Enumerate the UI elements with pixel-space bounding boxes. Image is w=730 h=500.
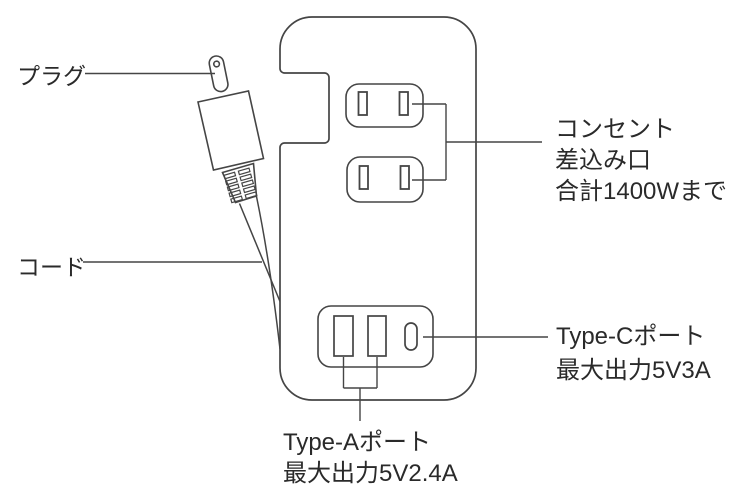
cord-line	[238, 196, 281, 350]
outlet-socket-1	[345, 83, 424, 128]
label-cord: コード	[17, 254, 86, 280]
plug-illustration	[197, 55, 281, 350]
label-plug: プラグ	[17, 63, 86, 89]
usb-type-a-port-2	[367, 315, 387, 357]
prong-hole-icon	[212, 60, 221, 68]
plug-prong-icon	[208, 55, 229, 93]
outlet2-slot-right-icon	[399, 165, 410, 190]
label-outlet-line2: 差込み口	[555, 147, 651, 174]
label-type-a: Type-Aポート 最大出力5V2.4A	[283, 427, 458, 489]
type-a-bracket-line	[342, 357, 378, 421]
outlet1-slot-left-icon	[357, 91, 368, 116]
outlet2-slot-left-icon	[358, 165, 369, 190]
label-type-a-line1: Type-Aポート	[283, 429, 432, 456]
usb-type-c-port	[404, 322, 418, 351]
label-type-a-line2: 最大出力5V2.4A	[283, 460, 458, 487]
label-type-c: Type-Cポート 最大出力5V3A	[556, 320, 711, 388]
label-outlet-line3: 合計1400Wまで	[555, 178, 728, 205]
power-strip-body	[279, 16, 477, 401]
callout-lines	[83, 72, 548, 421]
outlet-socket-2	[346, 156, 424, 203]
outlet1-slot-right-icon	[398, 91, 409, 116]
plug-body	[197, 90, 265, 171]
label-outlet-line1: コンセント	[555, 116, 675, 143]
strain-relief-ribs-icon	[223, 167, 258, 204]
usb-type-a-port-1	[333, 315, 354, 357]
label-type-c-line1: Type-Cポート	[556, 323, 706, 350]
label-outlet: コンセント 差込み口 合計1400Wまで	[555, 114, 727, 207]
label-type-c-line2: 最大出力5V3A	[556, 357, 711, 384]
usb-panel	[317, 305, 434, 368]
outlet-bracket-line	[412, 103, 542, 181]
